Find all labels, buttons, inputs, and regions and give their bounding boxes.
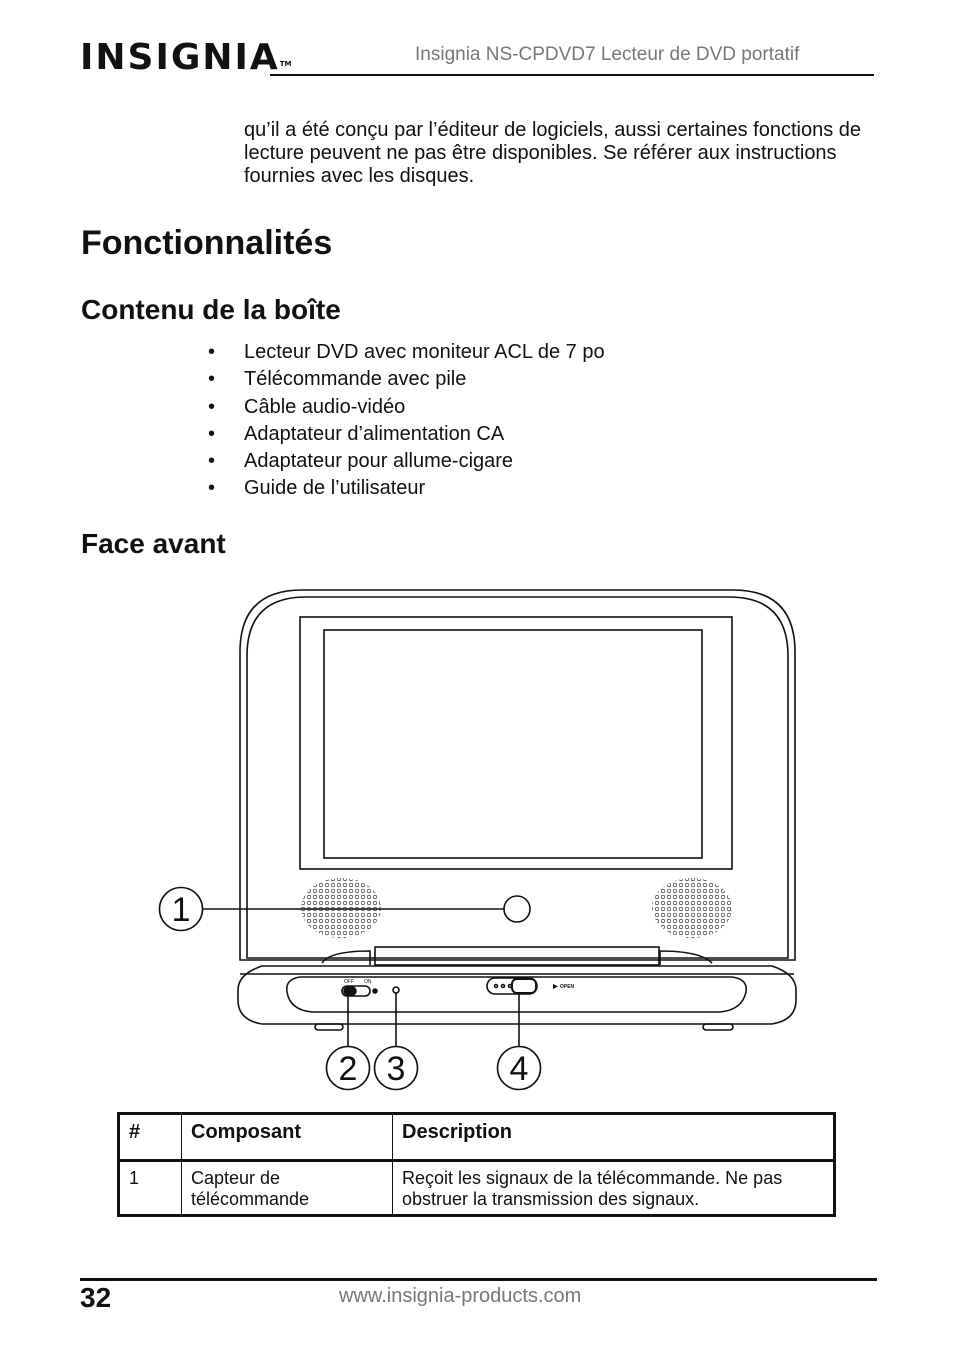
- lid-inner-outline: [246, 596, 789, 959]
- callout-2-number: 2: [339, 1050, 358, 1088]
- bullet: •: [208, 395, 216, 418]
- hinge-left: [321, 950, 371, 965]
- bullet: •: [208, 422, 216, 445]
- dvd-player-diagram: OFF ON OPEN 1 2 3 4: [158, 589, 797, 1091]
- speaker-left-grille: [301, 878, 381, 938]
- remote-sensor: [503, 895, 531, 923]
- hinge-right: [659, 950, 713, 965]
- open-latch-slider: [511, 978, 537, 994]
- list-item-text: Guide de l’utilisateur: [244, 477, 426, 500]
- hinge-center: [374, 946, 660, 966]
- component-table: # Composant Description 1 Capteur de tél…: [117, 1112, 836, 1217]
- callout-3-circle: [373, 1045, 419, 1091]
- speaker-right-grille: [652, 878, 732, 938]
- header-number: #: [118, 1113, 182, 1161]
- table-header-row: # Composant Description: [118, 1113, 835, 1161]
- box-contents-list: • Lecteur DVD avec moniteur ACL de 7 po •…: [208, 339, 605, 503]
- switch-on-label: ON: [364, 979, 372, 985]
- intro-paragraph: qu’il a été conçu par l’éditeur de logic…: [244, 119, 862, 187]
- callout-3-number: 3: [387, 1050, 406, 1088]
- header-description: Description: [392, 1113, 835, 1161]
- page-number: 32: [80, 1282, 112, 1313]
- cell-component: Capteur de télécommande: [181, 1160, 393, 1216]
- cell-number: 1: [118, 1160, 182, 1216]
- callout-1-number: 1: [172, 891, 191, 929]
- bullet: •: [208, 368, 216, 391]
- section-title: Fonctionnalités: [81, 224, 333, 262]
- cell-description: Reçoit les signaux de la télécommande. N…: [392, 1160, 835, 1216]
- list-item-text: Adaptateur pour allume-cigare: [244, 450, 514, 473]
- foot-left: [314, 1023, 344, 1031]
- footer-rule: [80, 1278, 877, 1281]
- lid-outline: [239, 589, 796, 961]
- foot-right: [702, 1023, 734, 1031]
- list-item-text: Câble audio-vidéo: [244, 395, 406, 418]
- list-item: • Adaptateur d’alimentation CA: [208, 421, 605, 448]
- front-panel-heading: Face avant: [81, 528, 226, 559]
- screen-bezel: [299, 616, 733, 870]
- box-contents-heading: Contenu de la boîte: [81, 294, 341, 325]
- latch-dot: [500, 983, 506, 989]
- bullet: •: [208, 341, 216, 363]
- power-switch-knob: [343, 986, 357, 996]
- insignia-logo: INSIGNIATM: [80, 38, 292, 78]
- list-item: • Câble audio-vidéo: [208, 394, 605, 421]
- table-row: 1 Capteur de télécommande Reçoit les sig…: [118, 1160, 835, 1216]
- list-item: • Télécommande avec pile: [208, 366, 605, 393]
- list-item-text: Lecteur DVD avec moniteur ACL de 7 po: [244, 341, 605, 363]
- power-switch: [341, 985, 371, 997]
- logo-text: INSIGNIA: [80, 37, 280, 78]
- latch-dot: [507, 983, 513, 989]
- list-item: • Adaptateur pour allume-cigare: [208, 448, 605, 475]
- logo-trademark: TM: [279, 60, 292, 68]
- footer-url[interactable]: www.insignia-products.com: [339, 1285, 582, 1307]
- switch-off-label: OFF: [344, 979, 354, 985]
- base-outline: [237, 965, 797, 1025]
- bullet: •: [208, 477, 216, 500]
- power-led: [372, 988, 378, 994]
- power-indicator-icon: [392, 986, 400, 994]
- header-title: Insignia NS-CPDVD7 Lecteur de DVD portat…: [415, 44, 800, 65]
- bullet: •: [208, 450, 216, 473]
- header-rule: [270, 74, 874, 76]
- latch-dot: [493, 983, 499, 989]
- list-item-text: Télécommande avec pile: [244, 368, 467, 391]
- callout-4-number: 4: [510, 1050, 529, 1088]
- open-arrow: [553, 984, 558, 989]
- open-label: OPEN: [560, 984, 575, 990]
- header-component: Composant: [181, 1113, 393, 1161]
- list-item: • Lecteur DVD avec moniteur ACL de 7 po: [208, 339, 605, 366]
- list-item: • Guide de l’utilisateur: [208, 475, 605, 502]
- callout-2-circle: [325, 1045, 371, 1091]
- screen: [323, 629, 703, 859]
- callout-4-circle: [496, 1045, 542, 1091]
- list-item-text: Adaptateur d’alimentation CA: [244, 422, 505, 445]
- base-panel: [285, 976, 748, 1013]
